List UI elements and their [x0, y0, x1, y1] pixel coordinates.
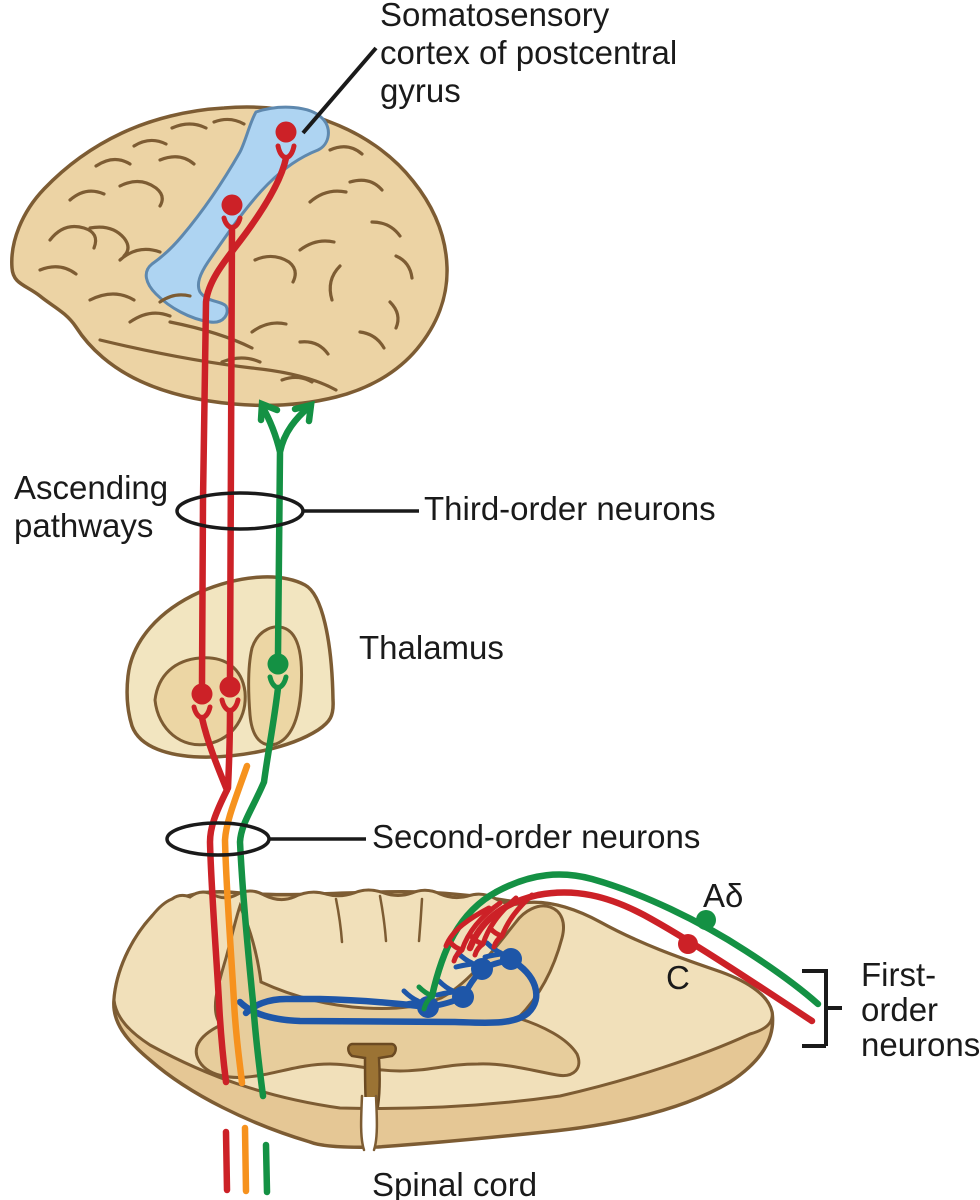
second-order-neurons-label: Second-order neurons	[372, 818, 701, 855]
blue-soma-2	[471, 958, 493, 980]
thalamus-label: Thalamus	[359, 629, 504, 666]
somatosensory-label-line1: Somatosensory	[380, 0, 610, 33]
first-order-label-line3: neurons	[861, 1026, 980, 1063]
green-arrowhead-left	[257, 399, 281, 424]
first-order-neurons-label: First- order neurons	[861, 957, 980, 1062]
somatosensory-leader-line	[301, 46, 378, 135]
ascending-label-line1: Ascending	[14, 469, 169, 506]
spinal-cord-illustration	[112, 888, 775, 1152]
cortex-red-soma-1	[275, 121, 297, 143]
second-order-ellipse	[165, 821, 271, 857]
thalamus-red-soma-2	[219, 676, 241, 698]
blue-soma-4	[417, 996, 439, 1018]
a-delta-terminal	[416, 984, 435, 1012]
a-delta-fiber	[428, 871, 822, 1008]
thalamus-green-soma	[267, 653, 289, 675]
first-order-fibers	[416, 871, 822, 1025]
somatosensory-cortex-label: Somatosensory cortex of postcentral gyru…	[380, 0, 677, 110]
third-order-neurons-label: Third-order neurons	[424, 490, 716, 527]
dorsal-column-lines	[334, 894, 424, 944]
red-second-order-axon-upper	[198, 707, 234, 794]
c-fiber-label: C	[666, 959, 690, 996]
brain-sulci	[38, 117, 414, 392]
c-fiber-terminal-branches	[443, 892, 535, 964]
annotation-marks	[165, 46, 842, 1048]
blue-axon-arc	[236, 956, 540, 1027]
first-order-label-line1: First-	[861, 956, 937, 993]
somatosensory-label-line3: gyrus	[380, 72, 461, 109]
cortex-red-soma-2	[221, 194, 243, 216]
anterior-median-fissure	[359, 1094, 379, 1152]
a-delta-soma	[696, 910, 716, 930]
third-order-ellipse	[175, 491, 305, 531]
second-order-neuron-cells	[236, 940, 540, 1027]
blue-soma-3	[452, 986, 474, 1008]
c-fiber-soma	[678, 934, 698, 954]
spinal-cord-label: Spinal cord	[372, 1166, 538, 1200]
first-order-bracket	[802, 969, 842, 1048]
thalamus-red-soma-1	[191, 683, 213, 705]
first-order-label-line2: order	[861, 991, 939, 1028]
red-ascending-below-rim	[222, 1128, 231, 1194]
orange-ascending-main	[221, 762, 251, 1087]
somatosensory-label-line2: cortex of postcentral	[380, 34, 678, 71]
green-arrowhead-right	[291, 400, 315, 425]
orange-ascending-below-rim	[241, 1124, 250, 1195]
a-delta-fiber-label: Aδ	[703, 877, 744, 914]
ascending-pathway-lines	[191, 121, 315, 1196]
blue-soma-chain	[425, 957, 514, 1010]
red-third-order-axon-1	[198, 154, 290, 688]
ascending-label-line2: pathways	[14, 507, 154, 544]
red-ascending-main	[206, 786, 231, 1086]
ascending-pathways-label: Ascending pathways	[14, 469, 168, 545]
blue-soma-1	[500, 948, 522, 970]
thalamus-synapses	[191, 653, 289, 794]
cortex-synapses	[221, 121, 297, 231]
green-ascending-below-rim	[262, 1141, 271, 1196]
red-third-order-axon-2	[226, 224, 236, 681]
